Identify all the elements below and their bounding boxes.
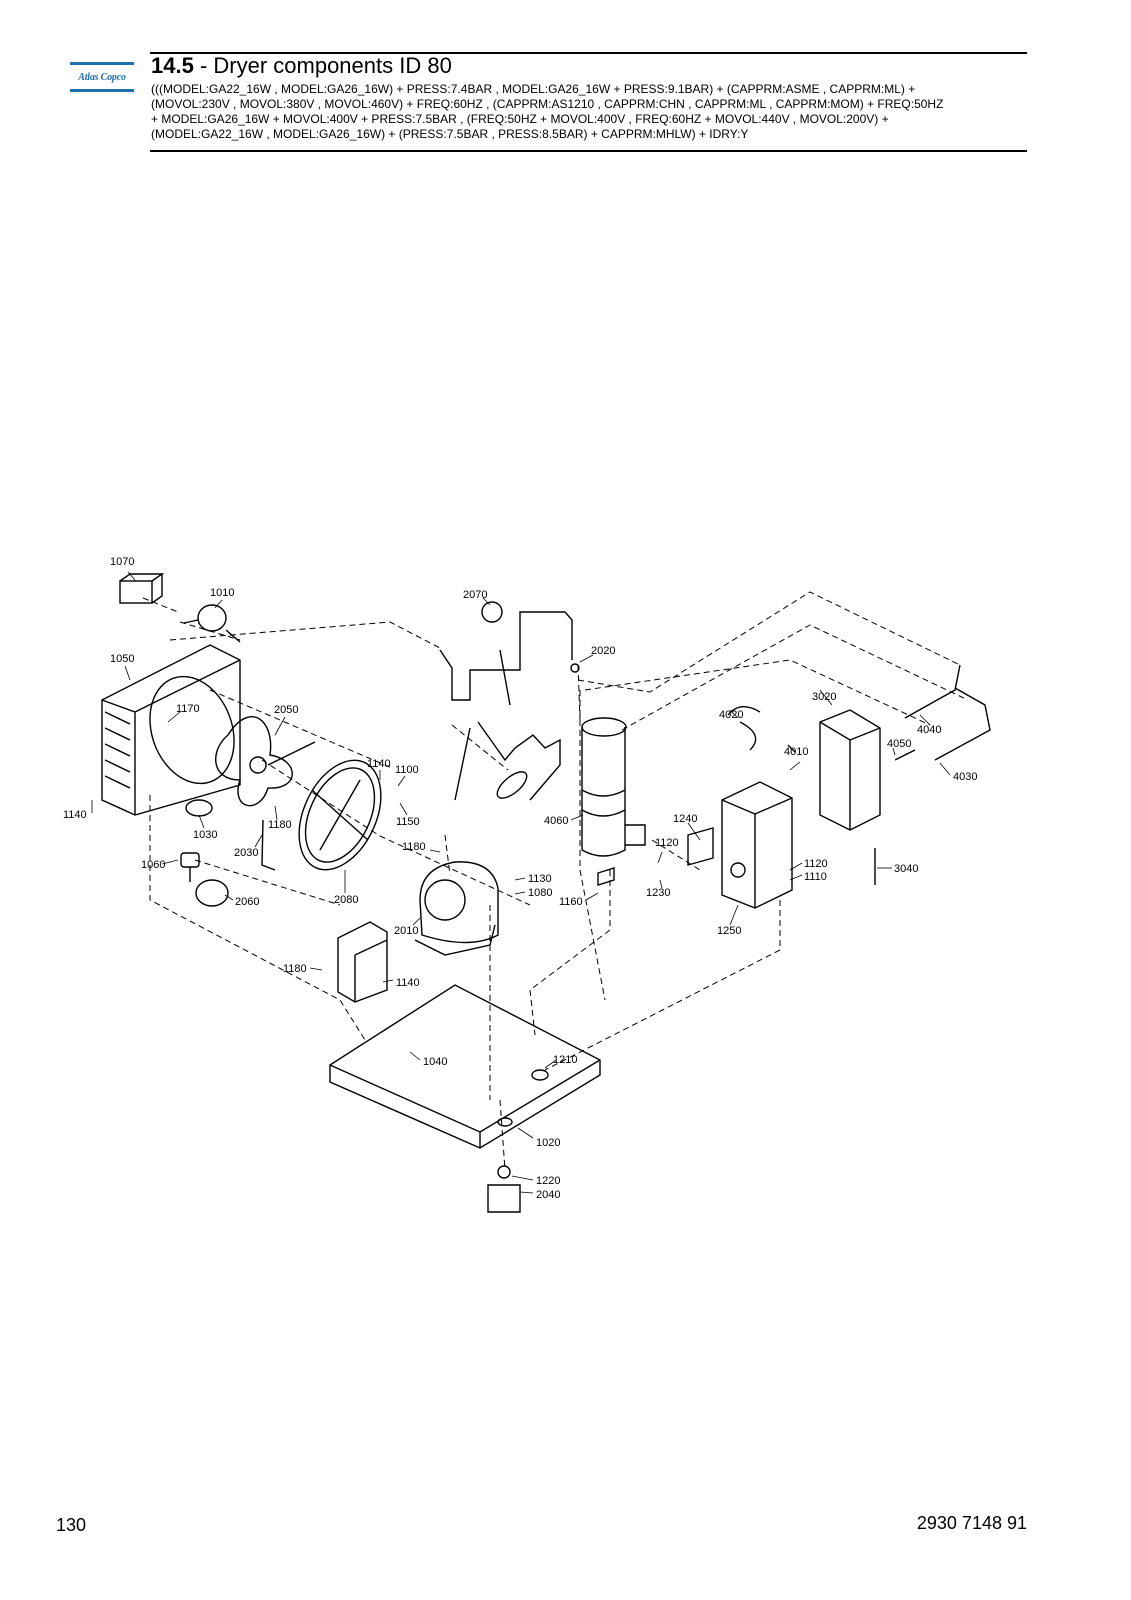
- part-1070-outline: [119, 580, 153, 604]
- header-top-rule: [150, 52, 1027, 54]
- condition-block: (((MODEL:GA22_16W , MODEL:GA26_16W) + PR…: [151, 82, 1031, 142]
- callout-label: 1250: [717, 925, 741, 937]
- callout-label: 2040: [536, 1189, 560, 1201]
- callout-label: 1050: [110, 653, 134, 665]
- part-4050-outline: [894, 749, 916, 761]
- section-number: 14.5: [151, 53, 194, 78]
- part-1030-outline: [185, 799, 213, 817]
- part-2070-outline: [439, 611, 573, 701]
- part-1020-outline: [329, 984, 601, 1149]
- callout-labels: 1070 1010 1050 1170 2050 1140 1100 1150 …: [63, 556, 977, 1201]
- callout-label: 1240: [673, 813, 697, 825]
- callout-label: 1210: [553, 1054, 577, 1066]
- callout-label: 4020: [719, 709, 743, 721]
- callout-label: 1170: [176, 703, 200, 715]
- part-4060-outline: [581, 727, 626, 857]
- callout-label: 1140: [63, 809, 87, 821]
- callout-label: 1120: [804, 858, 828, 870]
- callout-label: 1180: [268, 819, 292, 831]
- part-2080-outline: [298, 759, 382, 871]
- part-1140-outline: [337, 921, 388, 1003]
- callout-label: 1180: [283, 963, 307, 975]
- callout-label: 2010: [394, 925, 418, 937]
- part-2010-outline: [419, 861, 499, 944]
- part-2020-outline: [570, 663, 580, 673]
- callout-label: 1140: [367, 758, 391, 770]
- dashed-assembly-lines: [142, 591, 969, 1171]
- callout-label: 2080: [334, 894, 358, 906]
- callout-label: 2020: [591, 645, 615, 657]
- part-4040-outline: [904, 664, 961, 719]
- callout-label: 1080: [528, 887, 552, 899]
- callout-label: 1150: [396, 816, 420, 828]
- callout-label: 1110: [804, 871, 827, 883]
- condition-line: (((MODEL:GA22_16W , MODEL:GA26_16W) + PR…: [151, 82, 916, 96]
- callout-label: 3040: [894, 863, 918, 875]
- callout-label: 1180: [402, 841, 426, 853]
- part-1160-outline: [597, 867, 615, 886]
- atlas-copco-logo: Atlas Copco: [70, 62, 134, 94]
- document-number: 2930 7148 91: [916, 1513, 1027, 1533]
- part-outlines: [101, 573, 991, 1213]
- leader-lines: [91, 571, 951, 1194]
- logo-text: Atlas Copco: [78, 72, 126, 83]
- callout-label: 1070: [110, 556, 134, 568]
- callout-label: 4050: [887, 738, 911, 750]
- page-number: 130: [56, 1515, 87, 1535]
- part-2030-outline: [261, 819, 276, 871]
- pipe-assembly-outline: [454, 721, 561, 801]
- callout-label: 4060: [544, 815, 568, 827]
- callout-label: 2060: [235, 896, 259, 908]
- callout-label: 2070: [463, 589, 487, 601]
- callout-label: 2030: [234, 847, 258, 859]
- part-4030-outline: [934, 687, 991, 761]
- callout-label: 2050: [274, 704, 298, 716]
- callout-label: 1130: [528, 873, 552, 885]
- part-1250-outline: [721, 781, 793, 909]
- part-2060-outline: [195, 879, 229, 907]
- condition-line: + MODEL:GA26_16W + MOVOL:400V + PRESS:7.…: [151, 112, 889, 126]
- callout-label: 1020: [536, 1137, 560, 1149]
- part-2040-outline: [487, 1184, 521, 1213]
- callout-label: 1120: [655, 837, 679, 849]
- callout-label: 1030: [193, 829, 217, 841]
- callout-label: 1230: [646, 887, 670, 899]
- callout-label: 4040: [917, 724, 941, 736]
- part-1010-outline: [197, 604, 227, 632]
- part-2050-outline: [215, 716, 293, 807]
- part-3020-outline: [819, 709, 881, 831]
- condition-line: (MOVOL:230V , MOVOL:380V , MOVOL:460V) +…: [151, 97, 944, 111]
- header-bottom-rule: [150, 150, 1027, 152]
- callout-label: 4010: [784, 746, 808, 758]
- callout-label: 3020: [812, 691, 836, 703]
- callout-label: 1060: [141, 859, 165, 871]
- section-title-text: - Dryer components ID 80: [199, 53, 452, 78]
- part-4020-outline: [727, 706, 761, 751]
- callout-label: 1140: [396, 977, 420, 989]
- callout-label: 1220: [536, 1175, 560, 1187]
- condition-line: (MODEL:GA22_16W , MODEL:GA26_16W) + (PRE…: [151, 127, 749, 141]
- part-1240-outline: [687, 827, 714, 866]
- callout-label: 1100: [395, 764, 419, 776]
- callout-label: 1040: [423, 1056, 447, 1068]
- section-title: 14.5 - Dryer components ID 80: [151, 53, 452, 79]
- callout-label: 1010: [210, 587, 234, 599]
- part-1050-outline: [101, 644, 241, 816]
- callout-label: 4030: [953, 771, 977, 783]
- callout-label: 1160: [559, 896, 583, 908]
